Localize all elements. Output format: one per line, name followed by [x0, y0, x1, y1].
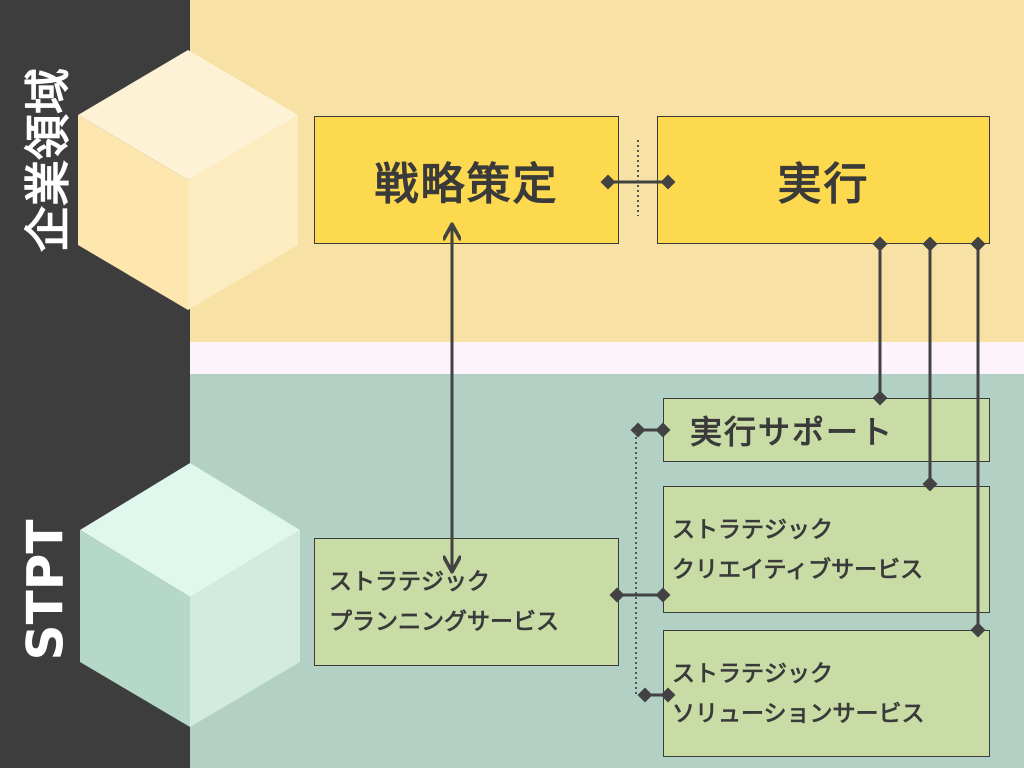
- planning-service-box: ストラテジック プランニングサービス: [314, 538, 619, 666]
- planning-line2: プランニングサービス: [329, 609, 559, 635]
- enterprise-cube-icon: [78, 50, 298, 310]
- solution-line1: ストラテジック: [672, 660, 833, 687]
- strategy-box: 戦略策定: [314, 116, 619, 244]
- solution-service-box: ストラテジック ソリューションサービス: [663, 630, 990, 757]
- execution-support-label: 実行サポート: [690, 413, 895, 451]
- creative-line2: クリエイティブサービス: [672, 556, 924, 583]
- strategy-label: 戦略策定: [374, 159, 559, 210]
- solution-line2: ソリューションサービス: [672, 700, 925, 727]
- creative-service-box: ストラテジック クリエイティブサービス: [663, 486, 990, 613]
- planning-line1: ストラテジック: [329, 569, 490, 595]
- stpt-cube-icon: [80, 463, 300, 727]
- execution-label: 実行: [777, 159, 870, 210]
- creative-line1: ストラテジック: [672, 516, 833, 543]
- execution-box: 実行: [657, 116, 990, 244]
